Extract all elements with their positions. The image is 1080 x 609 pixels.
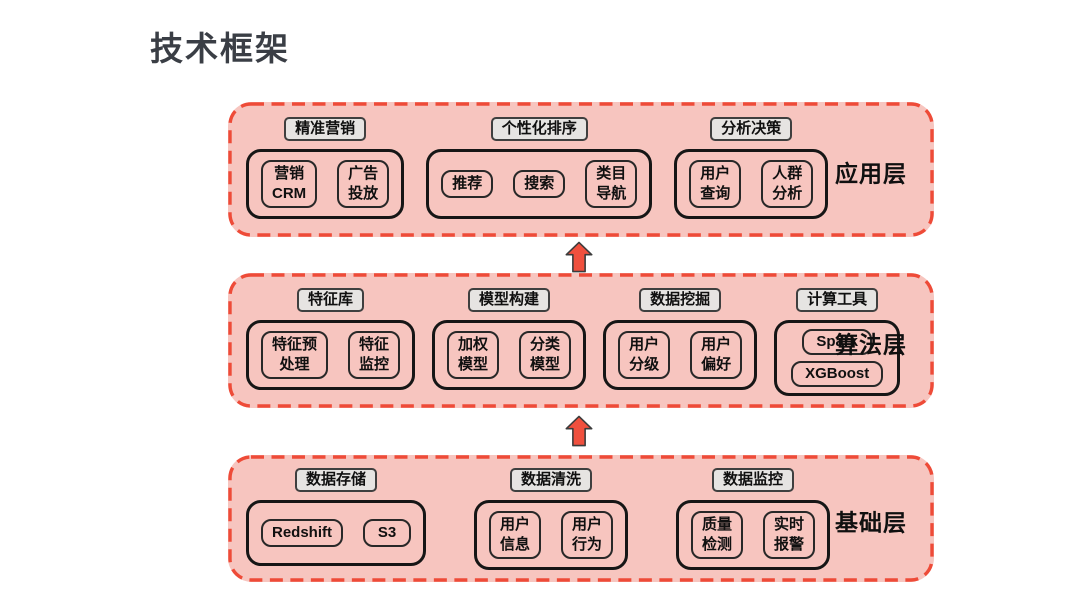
item-box: 广告 投放 — [337, 160, 390, 208]
group: 数据存储 Redshift S3 — [246, 468, 426, 566]
item-box: 人群 分析 — [761, 160, 814, 208]
item-box: 用户 信息 — [489, 511, 542, 559]
item-box: 特征预 处理 — [261, 331, 329, 379]
item-box: 类目 导航 — [585, 160, 638, 208]
group-label-chip: 分析决策 — [710, 117, 793, 141]
up-arrow-icon — [564, 241, 594, 273]
group-label-chip: 精准营销 — [284, 117, 367, 141]
group-box: 加权 模型分类 模型 — [432, 320, 587, 390]
group-label-chip: 数据挖掘 — [639, 288, 722, 312]
group-box: 营销 CRM 广告 投放 — [246, 149, 405, 219]
item-box: 加权 模型 — [447, 331, 500, 379]
groups-row: 特征库特征预 处理特征 监控模型构建加权 模型分类 模型数据挖掘用户 分级用户 … — [228, 273, 934, 408]
group: 分析决策用户 查询人群 分析 — [674, 117, 829, 219]
group-label-chip: 数据监控 — [712, 468, 795, 492]
item-box: 用户 查询 — [689, 160, 742, 208]
item-box: 用户 偏好 — [690, 331, 743, 379]
item-box: 实时 报警 — [763, 511, 816, 559]
up-arrow-icon — [564, 415, 594, 447]
item-box: 质量 检测 — [691, 511, 744, 559]
item-box: XGBoost — [791, 360, 884, 387]
group-box: 用户 信息用户 行为 — [474, 500, 629, 570]
group: 数据监控质量 检测实时 报警 — [676, 468, 831, 570]
layer-name-label: 算法层 — [835, 331, 907, 358]
item-box: 特征 监控 — [348, 331, 401, 379]
item-box: 用户 行为 — [561, 511, 614, 559]
group-box: Redshift S3 — [246, 500, 426, 566]
up-arrow-icon — [565, 415, 593, 447]
group-box: 用户 分级用户 偏好 — [603, 320, 758, 390]
group-box: 质量 检测实时 报警 — [676, 500, 831, 570]
group-label-chip: 数据清洗 — [510, 468, 593, 492]
item-box: S3 — [363, 519, 411, 547]
page-title: 技术框架 — [150, 30, 290, 67]
group-box: 用户 查询人群 分析 — [674, 149, 829, 219]
group: 精准营销营销 CRM 广告 投放 — [246, 117, 405, 219]
group-box: 特征预 处理特征 监控 — [246, 320, 416, 390]
item-box: 营销 CRM — [261, 160, 318, 208]
item-box: 搜索 — [513, 169, 566, 198]
group-label-chip: 个性化排序 — [490, 117, 588, 141]
layer-algorithm: 特征库特征预 处理特征 监控模型构建加权 模型分类 模型数据挖掘用户 分级用户 … — [228, 273, 934, 408]
group-label-chip: 数据存储 — [294, 468, 377, 492]
item-box: 用户 分级 — [618, 331, 671, 379]
group: 数据清洗用户 信息用户 行为 — [474, 468, 629, 570]
group-box: 推荐搜索类目 导航 — [426, 149, 653, 219]
up-arrow-icon — [565, 241, 593, 273]
item-box: 分类 模型 — [519, 331, 572, 379]
item-box: 推荐 — [441, 169, 494, 198]
group: 模型构建加权 模型分类 模型 — [432, 288, 587, 390]
group-label-chip: 计算工具 — [796, 288, 879, 312]
item-box: Redshift — [261, 519, 343, 547]
group: 数据挖掘用户 分级用户 偏好 — [603, 288, 758, 390]
group-label-chip: 模型构建 — [468, 288, 551, 312]
group: 个性化排序推荐搜索类目 导航 — [426, 117, 653, 219]
layer-name-label: 基础层 — [835, 509, 907, 536]
group-label-chip: 特征库 — [297, 288, 365, 312]
group: 特征库特征预 处理特征 监控 — [246, 288, 416, 390]
layer-name-label: 应用层 — [835, 160, 907, 187]
